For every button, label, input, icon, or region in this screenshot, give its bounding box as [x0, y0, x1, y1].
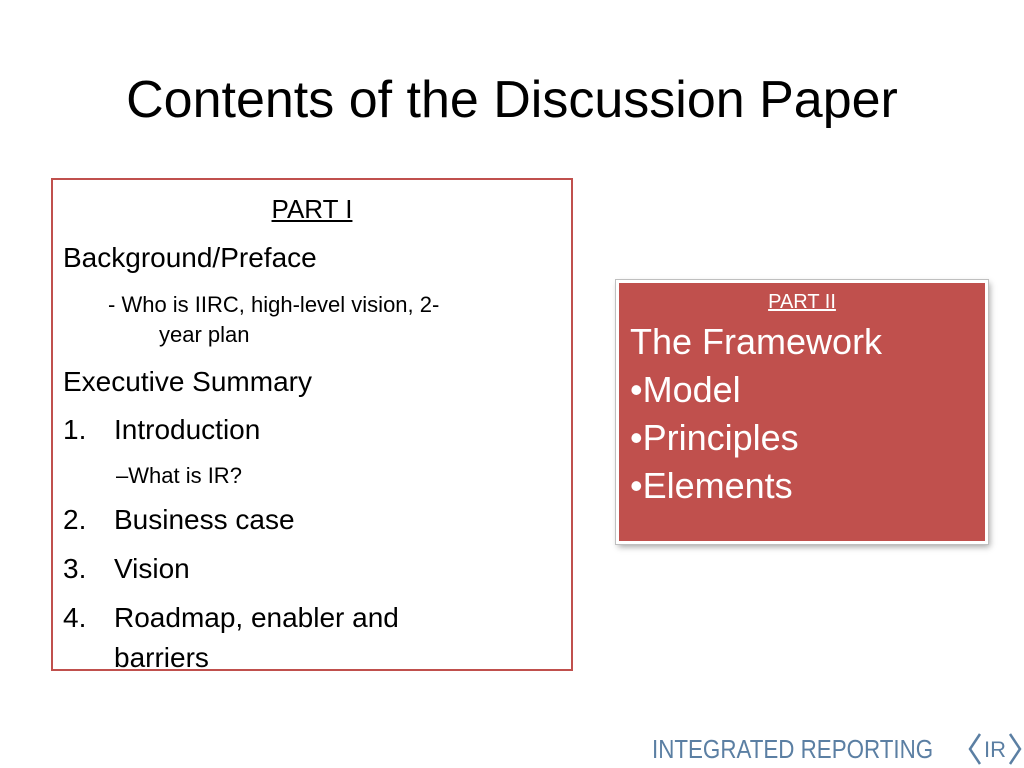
logo-text: INTEGRATED REPORTING	[652, 733, 934, 764]
part-one-heading: PART I	[271, 194, 353, 224]
part-two-box: PART II The Framework •Model •Principles…	[615, 279, 989, 545]
item-number-2: 2.	[63, 504, 87, 535]
item-business-case: Business case	[114, 504, 295, 535]
item-introduction: Introduction	[114, 414, 261, 445]
item-roadmap-cont: barriers	[114, 642, 209, 673]
introduction-sub: –What is IR?	[116, 463, 242, 488]
item-vision: Vision	[114, 553, 190, 584]
item-number-3: 3.	[63, 553, 87, 584]
slide-title: Contents of the Discussion Paper	[126, 71, 898, 129]
framework-title: The Framework	[630, 321, 883, 362]
integrated-reporting-logo: INTEGRATED REPORTING IR	[652, 730, 1022, 768]
background-preface: Background/Preface	[63, 242, 317, 273]
item-number-4: 4.	[63, 602, 87, 633]
bullet-principles: •Principles	[630, 417, 799, 458]
logo-mark-text: IR	[984, 737, 1006, 762]
item-number-1: 1.	[63, 414, 87, 445]
item-roadmap: Roadmap, enabler and	[114, 602, 399, 633]
part-two-heading: PART II	[768, 291, 836, 313]
ir-logo-icon: IR	[968, 733, 1022, 765]
executive-summary: Executive Summary	[63, 366, 312, 397]
background-sub-line-1: - Who is IIRC, high-level vision, 2-	[108, 292, 440, 317]
background-sub-line-2: year plan	[159, 322, 250, 347]
bullet-model: •Model	[630, 369, 741, 410]
part-one-box: PART I Background/Preface - Who is IIRC,…	[51, 178, 573, 673]
bullet-elements: •Elements	[630, 465, 793, 506]
